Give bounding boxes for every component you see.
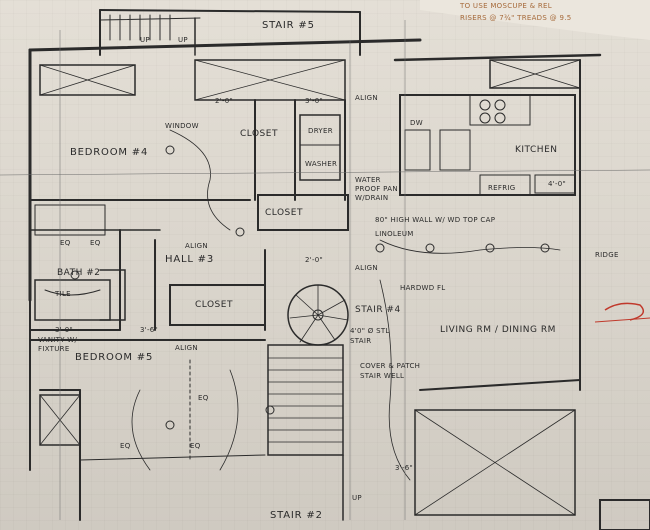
room-closet-mid: CLOSET: [265, 208, 303, 218]
waterproof-note-2: PROOF PAN: [355, 185, 398, 193]
ridge-note: RIDGE: [595, 251, 619, 259]
eq-label-2: EQ: [90, 239, 101, 247]
up-label-1: UP: [140, 36, 150, 44]
red-line: [594, 317, 650, 323]
stair-diameter-1: 4'0" Ø STL: [350, 327, 390, 335]
room-stair5: STAIR #5: [262, 20, 315, 31]
room-bedroom5: BEDROOM #5: [75, 352, 153, 363]
room-kitchen: KITCHEN: [515, 145, 558, 155]
align-note-4: ALIGN: [175, 344, 198, 352]
eq-label-5: EQ: [198, 394, 209, 402]
labels: TO USE MOSCUPE & REL RISERS @ 7¾" TREADS…: [38, 2, 619, 521]
up-label-2: UP: [178, 36, 188, 44]
room-bath2: BATH #2: [57, 268, 101, 278]
eq-label-1: EQ: [60, 239, 71, 247]
room-stair2: STAIR #2: [270, 510, 323, 521]
dim-2-0: 2'-0": [215, 97, 233, 105]
align-note-2: ALIGN: [185, 242, 208, 250]
vanity-note-2: FIXTURE: [38, 345, 70, 353]
high-wall-note: 80" HIGH WALL W/ WD TOP CAP: [375, 216, 495, 224]
dim-3-6: 3'-6": [140, 326, 158, 334]
note-line1: TO USE MOSCUPE & REL: [459, 2, 552, 10]
hardwood-note: HARDWD FL: [400, 284, 445, 292]
room-stair4: STAIR #4: [355, 305, 401, 315]
walls: [28, 9, 650, 530]
room-closet-upper: CLOSET: [240, 129, 278, 139]
refrig-note: REFRIG: [488, 184, 515, 192]
up-label-3: UP: [352, 494, 362, 502]
cover-note-1: COVER & PATCH: [360, 362, 420, 370]
waterproof-note-1: WATER: [355, 176, 381, 184]
room-living: LIVING RM / DINING RM: [440, 325, 556, 335]
guide-lines: [0, 20, 650, 520]
eq-label-3: EQ: [120, 442, 131, 450]
align-note-3: ALIGN: [355, 264, 378, 272]
room-closet-lower: CLOSET: [195, 300, 233, 310]
dim-2-0-b: 2'-0": [305, 256, 323, 264]
dim-3-0: 3'-0": [55, 326, 73, 334]
room-tile: TILE: [54, 290, 71, 298]
room-washer: WASHER: [305, 160, 337, 168]
dim-4-0: 4'-0": [548, 180, 566, 188]
room-bedroom4: BEDROOM #4: [70, 147, 148, 158]
window-note: WINDOW: [165, 122, 199, 130]
vanity-note-1: VANITY W/: [38, 336, 78, 344]
eq-label-4: EQ: [190, 442, 201, 450]
dim-3-6-b: 3'-6": [395, 464, 413, 472]
cover-note-2: STAIR WELL: [360, 372, 404, 380]
dim-3-0-b: 3'-0": [305, 97, 323, 105]
room-hall3: HALL #3: [165, 254, 214, 265]
stair-diameter-2: STAIR: [350, 337, 371, 345]
linoleum-note: LINOLEUM: [375, 230, 414, 238]
align-note-1: ALIGN: [355, 94, 378, 102]
red-markup: [604, 302, 645, 321]
paper-overlap: [420, 0, 650, 40]
room-dryer: DRYER: [308, 127, 333, 135]
waterproof-note-3: W/DRAIN: [355, 194, 388, 202]
dw-note: DW: [410, 119, 423, 127]
note-line2: RISERS @ 7¾" TREADS @ 9.5: [460, 14, 572, 22]
